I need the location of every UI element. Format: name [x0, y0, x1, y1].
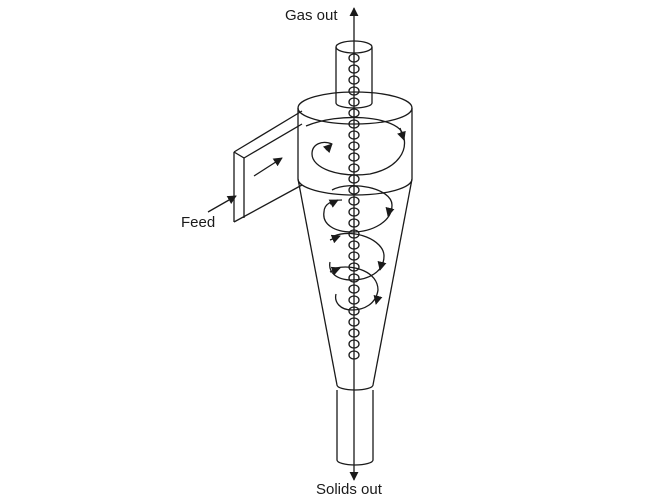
- solids-outlet-tube: [336, 390, 374, 466]
- inner-coil-loop: [348, 108, 360, 118]
- inner-coil-loop: [348, 86, 360, 96]
- feed-arrow: [207, 195, 237, 213]
- vortex-arrow-3: [385, 206, 395, 217]
- cyclone-cone: [297, 178, 413, 391]
- inner-coil-loop: [348, 75, 360, 85]
- vortex-arrow-8: [373, 294, 383, 305]
- inner-vortex-coils: [348, 53, 360, 360]
- vortex-arrow-5: [329, 234, 341, 244]
- solids-out-label: Solids out: [316, 481, 382, 498]
- inner-coil-loop: [348, 130, 360, 140]
- inner-coil-loop: [348, 174, 360, 184]
- outer-vortex-spiral: [305, 116, 406, 311]
- inner-coil-loop: [348, 317, 360, 327]
- inner-coil-loop: [348, 218, 360, 228]
- inner-coil-loop: [348, 306, 360, 316]
- feed-label: Feed: [181, 214, 216, 231]
- vortex-arrow-2: [322, 143, 333, 154]
- inner-coil-loop: [348, 240, 360, 250]
- vortex-arrow-1: [397, 127, 406, 141]
- inner-coil-loop: [348, 119, 360, 129]
- inner-coil-loop: [348, 339, 360, 349]
- feed-inlet-duct: [233, 110, 303, 223]
- inner-coil-loop: [348, 284, 360, 294]
- vortex-arrow-4: [328, 199, 339, 208]
- inner-coil-loop: [348, 97, 360, 107]
- inner-coil-loop: [348, 350, 360, 360]
- inner-coil-loop: [348, 207, 360, 217]
- inner-coil-loop: [348, 141, 360, 151]
- vortex-arrow-6: [377, 260, 387, 271]
- inner-coil-loop: [348, 229, 360, 239]
- inner-coil-loop: [348, 262, 360, 272]
- inner-coil-loop: [348, 251, 360, 261]
- inner-coil-loop: [348, 163, 360, 173]
- gas-out-label: Gas out: [285, 7, 338, 24]
- inlet-flow-arrow: [253, 157, 283, 177]
- inner-coil-loop: [348, 328, 360, 338]
- cyclone-cylinder: [297, 91, 413, 196]
- vortex-arrow-7: [329, 266, 341, 276]
- inner-coil-loop: [348, 64, 360, 74]
- inner-coil-loop: [348, 295, 360, 305]
- inner-coil-loop: [348, 273, 360, 283]
- inner-coil-loop: [348, 152, 360, 162]
- inner-coil-loop: [348, 185, 360, 195]
- inner-coil-loop: [348, 196, 360, 206]
- inner-coil-loop: [348, 53, 360, 63]
